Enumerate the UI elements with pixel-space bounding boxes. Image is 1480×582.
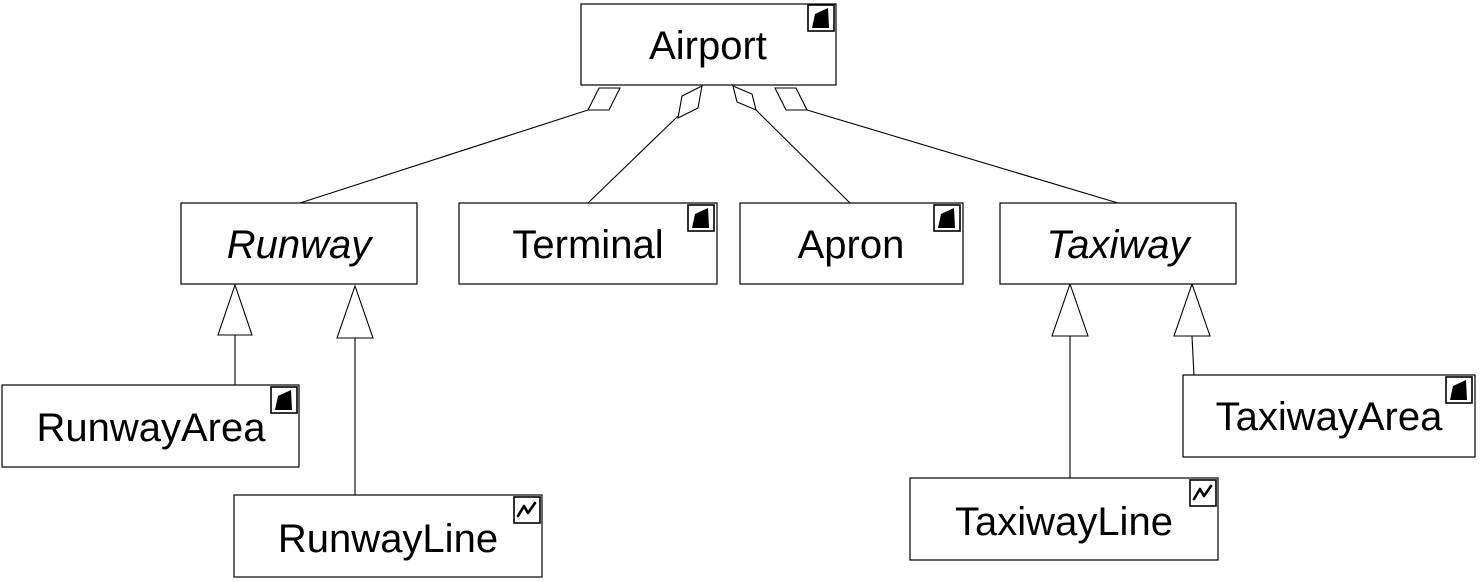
polygon-geometry-icon (1445, 376, 1473, 404)
class-label: TaxiwayArea (1216, 395, 1444, 439)
generalization-runwayarea-runway (217, 283, 253, 385)
polygon-geometry-icon (270, 386, 298, 414)
generalization-arrowhead (1051, 282, 1089, 337)
class-taxiway-area[interactable]: TaxiwayArea (1182, 374, 1476, 458)
aggregation-diamond (732, 85, 757, 111)
class-label: Airport (649, 24, 767, 68)
class-label: Runway (227, 223, 375, 267)
aggregation-edges (299, 85, 1119, 204)
aggregation-diamond (677, 85, 703, 119)
generalization-arrowhead (217, 283, 253, 336)
polygon-geometry-icon (807, 4, 835, 32)
class-label: RunwayArea (36, 406, 266, 450)
class-label: Apron (798, 223, 905, 267)
generalization-taxiwayline-taxiway (1051, 282, 1089, 478)
aggregation-airport-runway (299, 87, 621, 204)
class-terminal[interactable]: Terminal (458, 202, 718, 285)
aggregation-diamond (587, 87, 621, 111)
class-taxiway-line[interactable]: TaxiwayLine (909, 477, 1219, 561)
aggregation-diamond (774, 87, 808, 111)
class-taxiway[interactable]: Taxiway (999, 202, 1237, 285)
aggregation-airport-taxiway (774, 87, 1119, 204)
generalization-taxiwayarea-taxiway (1173, 282, 1211, 377)
class-label: RunwayLine (278, 517, 498, 561)
class-label: Terminal (512, 223, 663, 267)
class-runway-area[interactable]: RunwayArea (1, 384, 300, 468)
aggregation-airport-terminal (587, 85, 703, 204)
polygon-geometry-icon (933, 204, 961, 232)
line-geometry-icon (513, 496, 541, 524)
generalization-arrowhead (336, 284, 374, 339)
class-runway[interactable]: Runway (180, 202, 418, 285)
class-runway-line[interactable]: RunwayLine (233, 494, 543, 578)
generalization-arrowhead (1173, 282, 1211, 337)
polygon-geometry-icon (687, 204, 715, 232)
aggregation-airport-apron (732, 85, 851, 204)
class-apron[interactable]: Apron (739, 202, 964, 285)
line-geometry-icon (1189, 479, 1217, 507)
class-label: Taxiway (1046, 223, 1192, 267)
generalization-runwayline-runway (336, 284, 374, 495)
generalization-edges (217, 282, 1211, 495)
class-airport[interactable]: Airport (580, 3, 837, 86)
class-label: TaxiwayLine (955, 500, 1173, 544)
